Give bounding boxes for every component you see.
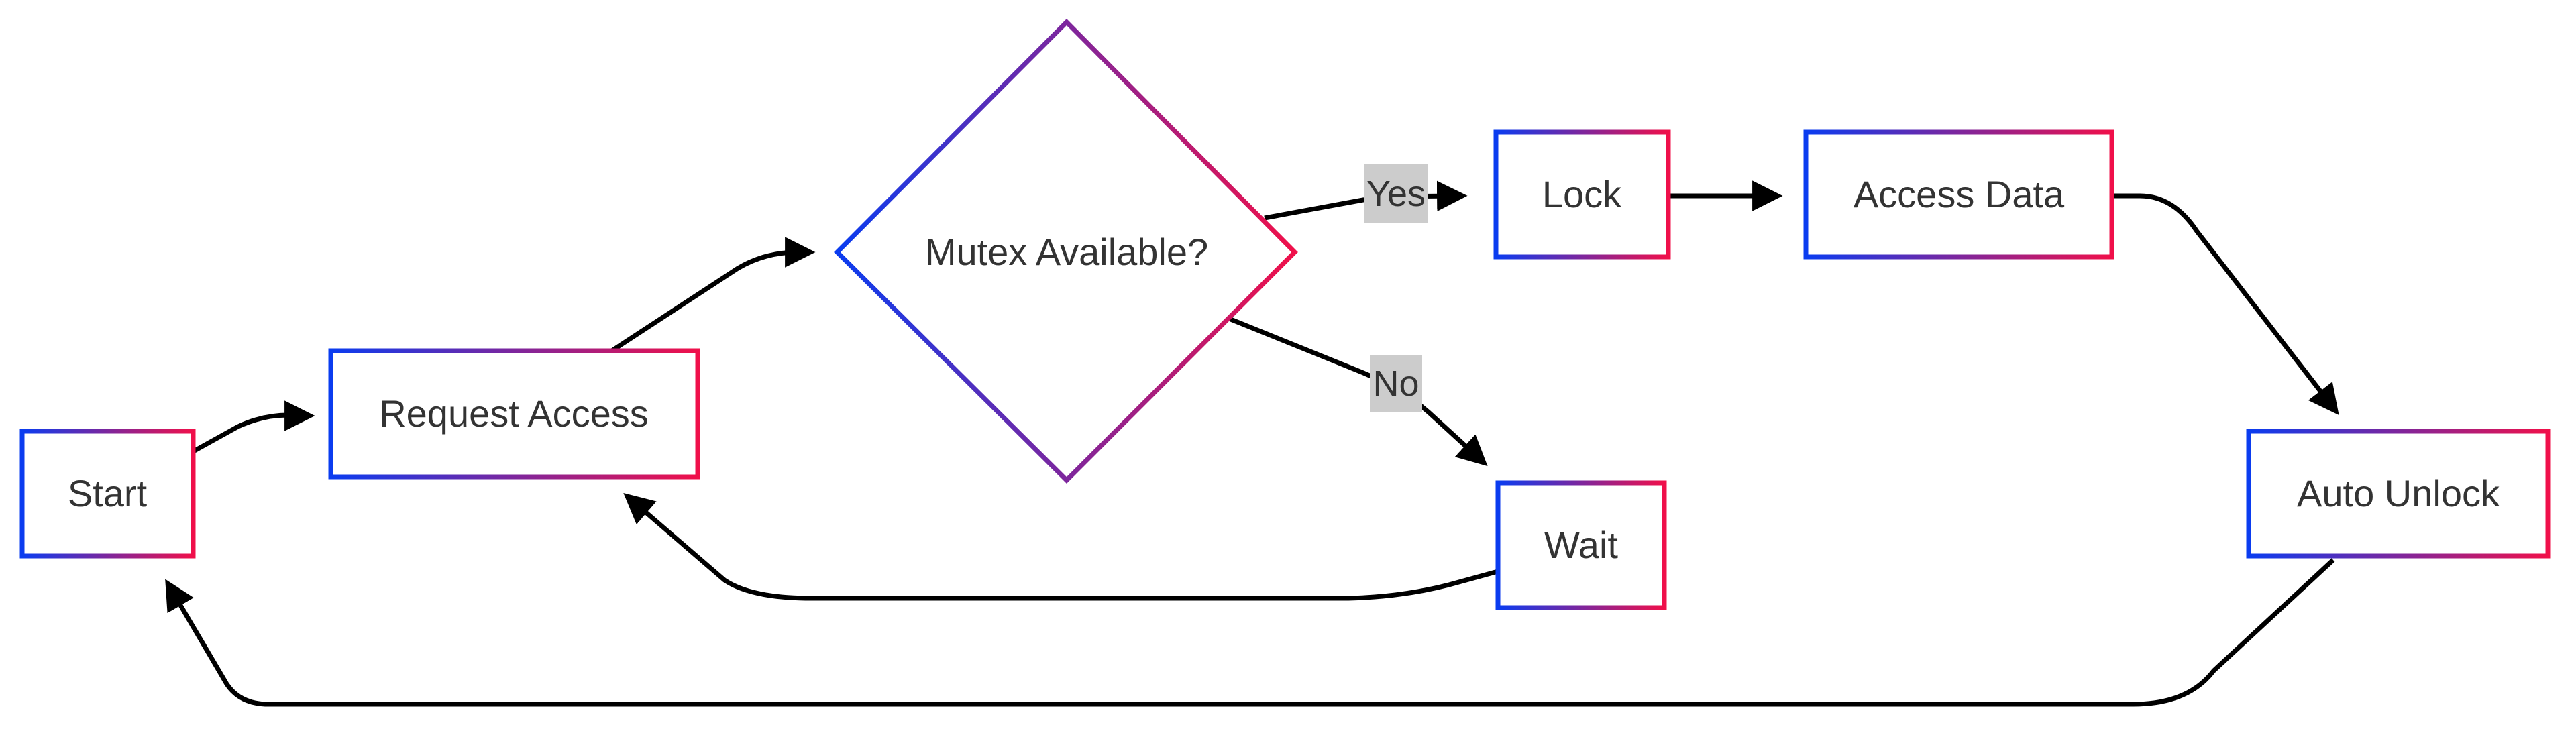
node-auto-unlock-label: Auto Unlock — [2297, 472, 2500, 514]
node-mutex-available-diamond — [834, 19, 1298, 484]
node-wait-box — [1495, 480, 1667, 610]
node-access-data[interactable]: Access Data — [1803, 129, 2114, 260]
edge-auto-unlock-to-start — [165, 558, 2335, 707]
node-lock-label: Lock — [1542, 173, 1622, 215]
node-request-access[interactable]: Request Access — [328, 348, 700, 480]
edges-layer — [165, 180, 2339, 707]
node-auto-unlock[interactable]: Auto Unlock — [2246, 429, 2551, 559]
edge-labels-layer: Yes No — [1364, 164, 1428, 412]
edge-label-no: No — [1370, 355, 1422, 412]
edge-label-yes: Yes — [1364, 164, 1428, 223]
edge-label-yes-background — [1364, 164, 1428, 223]
node-lock-box — [1493, 129, 1671, 260]
node-start[interactable]: Start — [19, 429, 196, 559]
node-mutex-available-label: Mutex Available? — [925, 231, 1208, 273]
edge-wait-to-request-access — [623, 493, 1499, 601]
node-start-box — [19, 429, 196, 559]
edge-label-no-background — [1370, 355, 1422, 412]
node-access-data-box — [1803, 129, 2114, 260]
node-wait-label: Wait — [1544, 524, 1618, 566]
edge-label-yes-text: Yes — [1366, 174, 1426, 214]
node-lock[interactable]: Lock — [1493, 129, 1671, 260]
edge-access-data-to-auto-unlock — [2114, 193, 2339, 416]
edge-request-access-to-mutex — [610, 237, 816, 353]
node-request-access-label: Request Access — [379, 392, 649, 435]
edge-label-no-text: No — [1373, 363, 1419, 404]
edge-start-to-request-access — [193, 400, 315, 453]
node-mutex-available[interactable]: Mutex Available? — [834, 19, 1298, 484]
node-auto-unlock-box — [2246, 429, 2551, 559]
node-wait[interactable]: Wait — [1495, 480, 1667, 610]
node-access-data-label: Access Data — [1854, 173, 2065, 215]
node-start-label: Start — [68, 472, 148, 514]
edge-mutex-to-wait — [1228, 316, 1488, 467]
nodes-layer: Start Request Access Mutex Available? Lo… — [19, 19, 2551, 610]
node-request-access-box — [328, 348, 700, 480]
edge-mutex-to-lock — [1264, 180, 1468, 221]
